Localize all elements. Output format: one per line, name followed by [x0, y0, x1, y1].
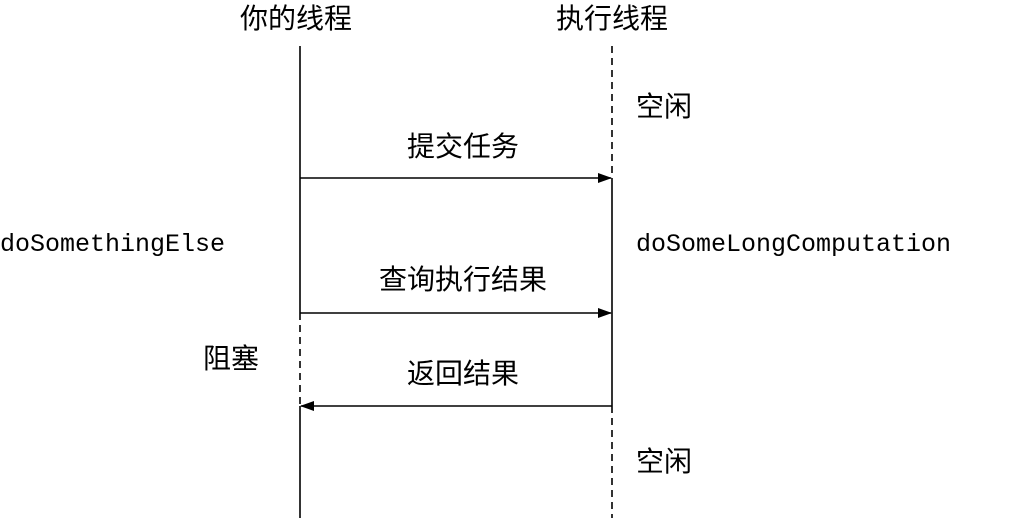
left-activity-note: doSomethingElse: [0, 230, 225, 259]
left-blocked-note: 阻塞: [203, 342, 259, 375]
submit-task-label: 提交任务: [407, 130, 519, 163]
right-idle-top-note: 空闲: [636, 90, 692, 123]
right-idle-bottom-note: 空闲: [636, 445, 692, 478]
left-lane-title: 你的线程: [240, 2, 352, 35]
return-result-label: 返回结果: [407, 357, 519, 390]
query-result-label: 查询执行结果: [379, 263, 547, 296]
right-activity-note: doSomeLongComputation: [636, 230, 951, 259]
right-lane-title: 执行线程: [556, 2, 668, 35]
